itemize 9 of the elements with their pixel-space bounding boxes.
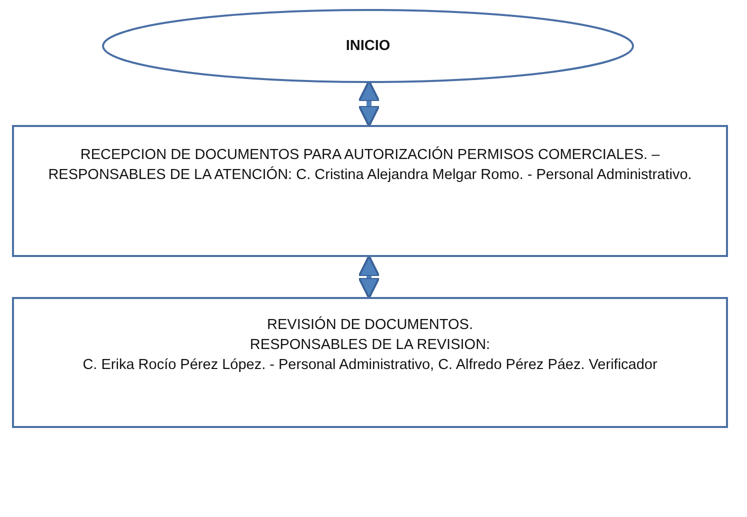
process-box: [12, 297, 728, 428]
process-text: REVISIÓN DE DOCUMENTOS.: [267, 315, 473, 335]
process-text: RECEPCION DE DOCUMENTOS PARA AUTORIZACIÓN PERMISOS COMERCIALES. – RESPONSABLES DE LA ATENCIÓN: C. Cristina Alejandra Melgar Romo. - Personal Administrativo.: [47, 145, 693, 185]
double-arrow: [358, 80, 380, 127]
process-text: RESPONSABLES DE LA REVISION:: [250, 336, 490, 355]
double-arrow: [358, 255, 380, 299]
process-box: [12, 125, 728, 257]
process-text: C. Erika Rocío Pérez López. - Personal Administrativo, C. Alfredo Pérez Páez. Verificador: [82, 356, 658, 375]
start-label: INICIO: [346, 37, 390, 56]
